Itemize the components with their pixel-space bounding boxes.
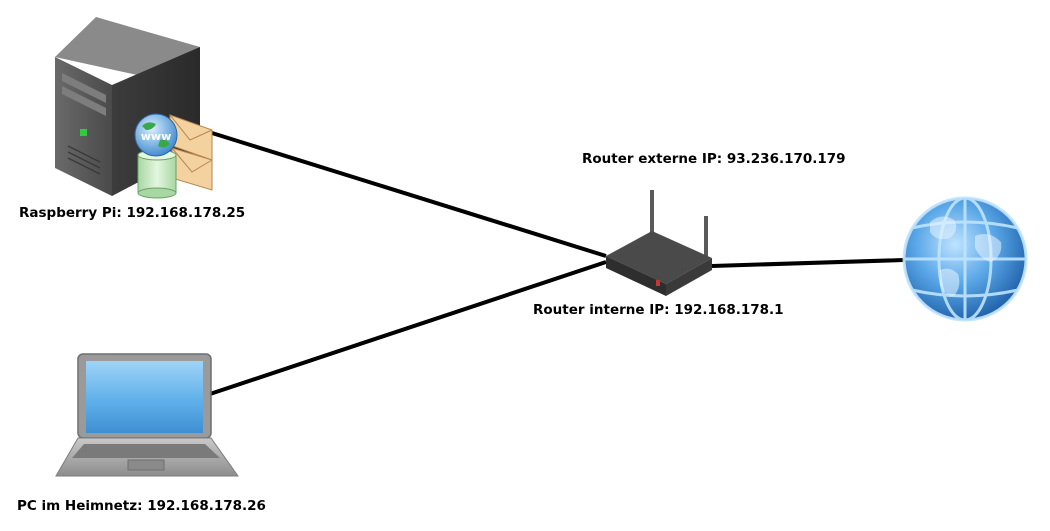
router-external-ip-label: Router externe IP: 93.236.170.179 [582, 151, 846, 167]
router-internal-ip-label: Router interne IP: 192.168.178.1 [533, 302, 784, 318]
envelope-icon [169, 114, 213, 191]
svg-text:www: www [141, 130, 172, 143]
server-tower-icon: www [55, 17, 213, 199]
pc-label: PC im Heimnetz: 192.168.178.26 [17, 498, 266, 514]
router-icon [606, 190, 712, 296]
globe-icon [902, 196, 1028, 322]
laptop-screen [86, 361, 203, 433]
server-label: Raspberry Pi: 192.168.178.25 [19, 205, 246, 221]
laptop-icon [55, 353, 239, 477]
database-icon [137, 149, 177, 199]
link-router-internet [711, 258, 905, 268]
www-globe-icon: www [134, 113, 178, 157]
link-pc-router [209, 260, 607, 396]
server-led [80, 129, 87, 136]
link-server-router [211, 131, 607, 258]
links [209, 131, 905, 396]
router-led [656, 280, 660, 286]
